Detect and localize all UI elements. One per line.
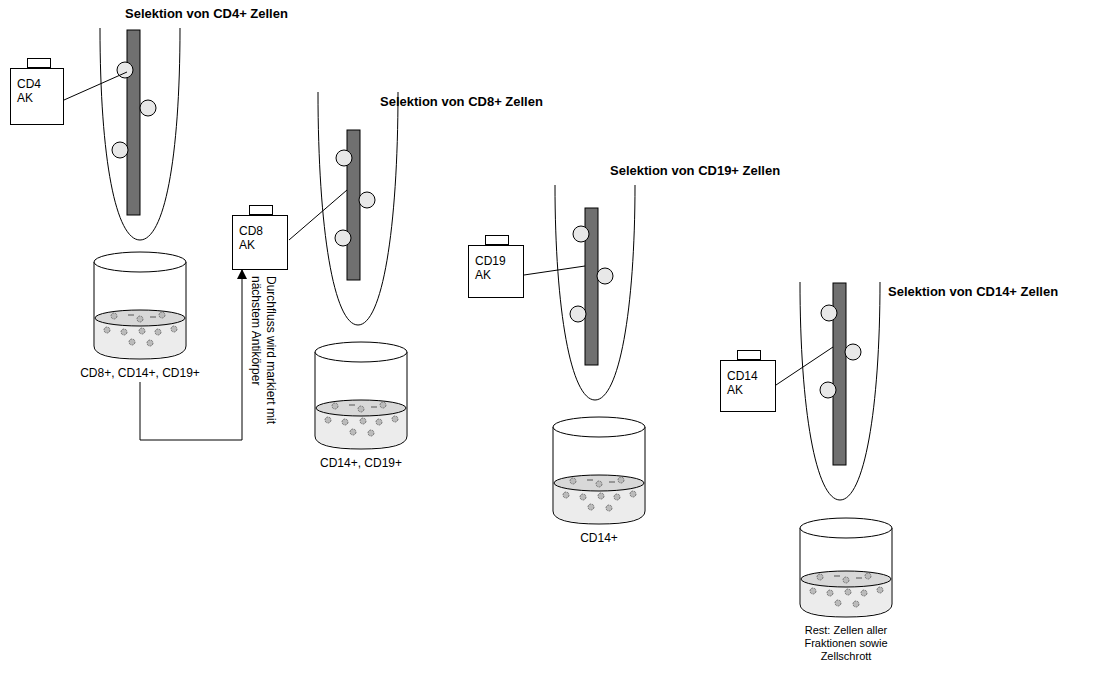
antibody-cap bbox=[27, 58, 51, 68]
bound-cell bbox=[845, 344, 861, 360]
collection-beaker: CD8+, CD14+, CD19+ bbox=[60, 250, 220, 380]
bound-cell bbox=[336, 150, 352, 166]
leader-line bbox=[64, 72, 127, 100]
fraction-label: CD14+ bbox=[544, 531, 654, 545]
antibody-box: CD14 AK bbox=[720, 360, 776, 412]
fraction-label: CD8+, CD14+, CD19+ bbox=[60, 366, 220, 380]
bound-cell bbox=[570, 306, 586, 322]
collection-beaker: CD14+, CD19+ bbox=[301, 340, 421, 470]
bound-cell bbox=[335, 230, 351, 246]
fraction-label: CD14+, CD19+ bbox=[301, 456, 421, 470]
column-rod bbox=[127, 30, 140, 215]
bound-cell bbox=[112, 142, 128, 158]
bound-cell bbox=[597, 268, 613, 284]
antibody-label: CD19 AK bbox=[475, 254, 509, 282]
bound-cell bbox=[573, 226, 589, 242]
column-tube bbox=[318, 92, 398, 325]
bound-cell bbox=[820, 382, 836, 398]
antibody-label: CD8 AK bbox=[239, 224, 273, 252]
stage-title: Selektion von CD19+ Zellen bbox=[610, 163, 780, 178]
antibody-box: CD4 AK bbox=[10, 68, 64, 125]
antibody-label: CD14 AK bbox=[727, 369, 761, 397]
antibody-label: CD4 AK bbox=[17, 77, 51, 105]
stage-title: Selektion von CD4+ Zellen bbox=[125, 6, 288, 21]
antibody-cap bbox=[485, 235, 509, 245]
stage-title: Selektion von CD8+ Zellen bbox=[380, 94, 543, 109]
column-tube bbox=[555, 185, 635, 400]
leader-line bbox=[524, 266, 585, 275]
flow-label: Durchfluss wird markiert mit nächstem An… bbox=[248, 276, 278, 432]
beaker-symbol bbox=[92, 250, 188, 360]
column-tube bbox=[800, 282, 880, 500]
collection-beaker: Rest: Zellen aller Fraktionen sowie Zell… bbox=[788, 516, 904, 663]
leader-line bbox=[289, 190, 347, 240]
beaker-symbol bbox=[798, 516, 894, 618]
fraction-label: Rest: Zellen aller Fraktionen sowie Zell… bbox=[788, 624, 904, 663]
antibody-box: CD8 AK bbox=[232, 215, 288, 270]
bound-cell bbox=[140, 100, 156, 116]
beaker-symbol bbox=[551, 415, 647, 525]
antibody-cap bbox=[249, 205, 273, 215]
bound-cell bbox=[821, 305, 837, 321]
collection-beaker: CD14+ bbox=[544, 415, 654, 545]
bound-cell bbox=[359, 192, 375, 208]
beaker-symbol bbox=[313, 340, 409, 450]
leader-line bbox=[776, 347, 833, 385]
antibody-cap bbox=[737, 350, 761, 360]
stage-title: Selektion von CD14+ Zellen bbox=[888, 284, 1058, 299]
column-tube bbox=[100, 28, 180, 240]
antibody-box: CD19 AK bbox=[468, 245, 524, 298]
